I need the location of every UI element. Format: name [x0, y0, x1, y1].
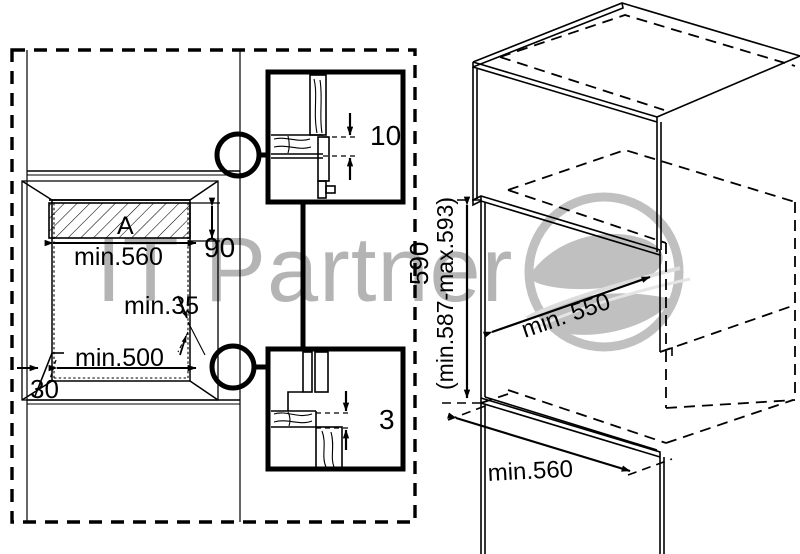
dim-height-590	[442, 196, 482, 404]
dim-depth-min550	[483, 275, 651, 338]
dim-width-min560-iso	[447, 405, 673, 476]
isometric-cabinet	[472, 2, 800, 252]
detail-box-bottom	[265, 346, 406, 472]
label-recess-height-90: 90	[204, 232, 236, 263]
wood-grain-top	[273, 78, 323, 154]
recess-area-hatched-band	[48, 202, 191, 239]
label-width-min560-iso: min.560	[487, 455, 574, 487]
detail-callout-circle-bottom	[209, 343, 271, 391]
dim-side-offset-30	[17, 352, 64, 397]
dim-gap-min35-leaders	[177, 295, 206, 356]
label-detail-bottom-3: 3	[379, 404, 395, 435]
label-height-tolerance: (min.587-max.593)	[432, 196, 458, 390]
label-width-min560: min.560	[74, 243, 163, 271]
dim-detail-top-10	[323, 113, 356, 180]
wood-grain-bottom	[273, 411, 335, 468]
isometric-hidden-edges	[480, 149, 796, 444]
detail-callout-circle-top	[214, 131, 271, 179]
label-detail-top-10: 10	[370, 120, 402, 151]
label-height-590: 590	[404, 241, 434, 285]
label-gap-min35: min.35	[124, 292, 200, 320]
detail-box-top	[265, 69, 406, 205]
dim-detail-bottom-3	[316, 391, 352, 450]
label-recess-area-a: A	[117, 212, 134, 240]
left-view-dashed-boundary	[10, 48, 417, 524]
label-side-offset-30: 30	[30, 374, 59, 404]
label-depth-min500: min.500	[75, 344, 164, 372]
